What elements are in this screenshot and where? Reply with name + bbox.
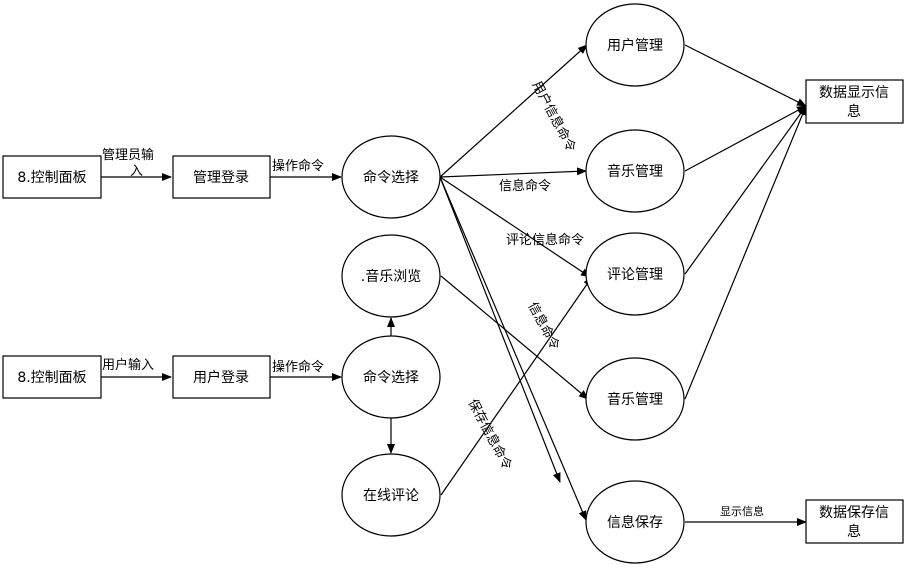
music-mgmt-1-label: 音乐管理 — [607, 163, 663, 180]
user-login-box: 用户登录 — [172, 355, 271, 399]
display-info-label: 显示信息 — [720, 504, 764, 518]
info-cmd-label: 信息命令 — [499, 178, 551, 194]
edge-cmd-to-info-save — [439, 176, 587, 521]
data-save-label-2: 息 — [847, 523, 861, 540]
user-input-label: 用户输入 — [102, 357, 154, 373]
edge-music-mgmt-2-to-display — [684, 105, 807, 400]
comment-mgmt-label: 评论管理 — [607, 267, 663, 283]
cmd-select-user-label: 命令选择 — [363, 369, 419, 386]
user-mgmt-node: 用户管理 — [585, 3, 685, 87]
edge-music-mgmt-1-to-display — [684, 105, 807, 172]
data-save-box: 数据保存信 息 — [805, 499, 904, 544]
music-mgmt-1-node: 音乐管理 — [585, 129, 685, 213]
comment-info-cmd-label: 评论信息命令 — [506, 232, 584, 248]
save-info-cmd-label: 保存信息命令 — [464, 396, 515, 472]
panel-admin-label: 8.控制面板 — [17, 170, 86, 186]
cmd-select-admin-label: 命令选择 — [363, 169, 419, 186]
edge-cmd-to-comment-mgmt — [439, 176, 591, 278]
edge-cmd-to-music-mgmt-1 — [439, 167, 587, 178]
edge-online-comment-to-comment-mgmt — [440, 276, 593, 496]
panel-user-label: 8.控制面板 — [17, 370, 86, 386]
comment-mgmt-node: 评论管理 — [585, 232, 685, 316]
edge-comment-mgmt-to-display — [684, 105, 807, 275]
user-login-label: 用户登录 — [193, 369, 249, 386]
cmd-select-user-node: 命令选择 — [341, 335, 441, 419]
admin-login-label: 管理登录 — [193, 170, 249, 186]
online-comment-node: 在线评论 — [341, 453, 441, 537]
left-panel-admin: 8.控制面板 — [2, 155, 102, 199]
edge-cmd-to-user-mgmt — [439, 44, 588, 178]
info-save-node: 信息保存 — [585, 480, 685, 564]
admin-input-label-2: 入 — [130, 164, 143, 179]
edge-user-mgmt-to-display — [684, 44, 807, 107]
edges — [101, 44, 807, 526]
music-mgmt-2-label: 音乐管理 — [607, 391, 663, 408]
music-browse-node: .音乐浏览 — [341, 234, 441, 318]
info-save-label: 信息保存 — [607, 514, 663, 531]
data-display-box: 数据显示信 息 — [805, 79, 904, 124]
edge-cmd-to-music-mgmt-2 — [439, 176, 561, 483]
operate-cmd-user-label: 操作命令 — [272, 359, 324, 375]
cmd-select-admin-node: 命令选择 — [341, 135, 441, 219]
admin-input-label-1: 管理员输 — [102, 147, 154, 163]
left-panel-user: 8.控制面板 — [2, 355, 102, 399]
music-mgmt-2-node: 音乐管理 — [585, 357, 685, 441]
music-browse-label: .音乐浏览 — [361, 268, 421, 285]
data-display-label-2: 息 — [847, 103, 861, 120]
operate-cmd-admin-label: 操作命令 — [272, 158, 324, 174]
user-info-cmd-label: 用户信息命令 — [528, 78, 579, 154]
user-mgmt-label: 用户管理 — [607, 37, 663, 54]
data-save-label-1: 数据保存信 — [819, 505, 889, 521]
info-cmd-diag-label: 信息命令 — [524, 299, 563, 352]
online-comment-label: 在线评论 — [363, 488, 419, 504]
admin-login-box: 管理登录 — [172, 155, 271, 199]
edge-music-browse-to-music-mgmt — [440, 275, 589, 400]
data-display-label-1: 数据显示信 — [819, 85, 889, 101]
